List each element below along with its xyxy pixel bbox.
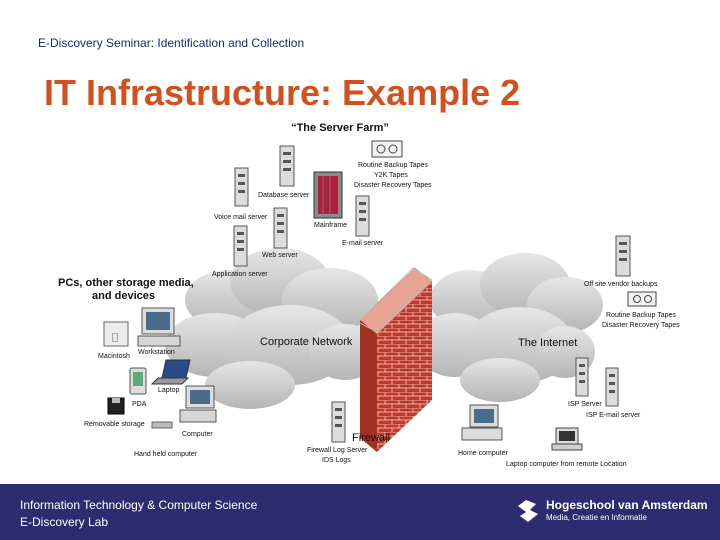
firewall-log-label-2: IDS Logs [322,457,351,464]
offsite-backup-server-icon [615,235,631,277]
corporate-network-label: Corporate Network [260,336,353,348]
handheld-computer-icon [151,421,173,429]
laptop-icon [150,359,191,385]
laptop-label: Laptop [158,387,180,394]
isp-email-label: ISP E-mail server [586,412,641,419]
remote-laptop-label: Laptop computer from remote Location [506,461,627,468]
hva-logo-icon [518,500,538,522]
macintosh-icon:  [103,321,129,347]
application-server-label: Application server [212,271,268,278]
page-title: IT Infrastructure: Example 2 [44,72,521,113]
isp-server-icon [575,357,589,397]
pcs-label-line2: and devices [92,290,155,302]
svg-text::  [112,332,118,343]
backup-tape-icon [371,140,403,158]
university-logo: Hogeschool van Amsterdam Media, Creatie … [516,496,708,528]
internet-cloud [415,253,603,402]
footer-line-1: Information Technology & Computer Scienc… [20,498,258,512]
pcs-label-line1: PCs, other storage media, [58,277,194,289]
workstation-icon [137,307,181,347]
handheld-computer-label: Hand held computer [134,451,198,458]
seminar-heading: E-Discovery Seminar: Identification and … [38,36,305,50]
logo-subtitle: Media, Creatie en Informatie [546,513,647,522]
computer-label: Computer [182,431,213,438]
remote-tapes-label-2: Disaster Recovery Tapes [602,322,680,329]
email-server-label: E-mail server [342,240,384,247]
routine-tapes-label-1: Routine Backup Tapes [358,162,428,169]
web-server-label: Web server [262,252,298,259]
voice-mail-server-icon [234,167,249,207]
logo-name: Hogeschool van Amsterdam [546,498,708,512]
voice-mail-server-label: Voice mail server [214,214,268,221]
mainframe-label: Mainframe [314,222,347,229]
database-server-icon [279,145,295,187]
pda-label: PDA [132,401,147,408]
remote-laptop-icon [551,427,583,451]
server-farm-label: “The Server Farm” [291,122,389,134]
footer-bar: Information Technology & Computer Scienc… [0,484,720,540]
routine-tapes-label-3: Disaster Recovery Tapes [354,182,432,189]
firewall-log-server-icon [331,401,346,443]
isp-email-server-icon [605,367,619,407]
database-server-label: Database server [258,192,310,199]
firewall-label: Firewall [352,432,390,444]
application-server-icon [233,225,248,267]
offsite-backups-label: Off site vendor backups [584,281,658,288]
home-computer-label: Home computer [458,450,508,457]
firewall-wall [357,267,433,452]
isp-server-label: ISP Server [568,401,602,408]
corporate-cloud [165,248,381,409]
macintosh-label: Macintosh [98,353,130,360]
remote-tapes-label-1: Routine Backup Tapes [606,312,676,319]
home-computer-icon [461,404,503,441]
firewall-log-label-1: Firewall Log Server [307,447,368,454]
infrastructure-diagram:  “The Server Farm” PCs, other storage m… [58,122,680,468]
pda-icon [129,367,147,395]
computer-icon [179,385,217,423]
workstation-label: Workstation [138,349,175,356]
internet-label: The Internet [518,337,577,349]
removable-storage-icon [107,397,125,415]
web-server-icon [273,207,288,249]
email-server-icon [355,195,370,237]
routine-tapes-label-2: Y2K Tapes [374,172,408,179]
remote-tape-icon [627,291,657,307]
removable-storage-label: Removable storage [84,421,145,428]
footer-line-2: E-Discovery Lab [20,515,109,529]
mainframe-icon [313,171,343,219]
